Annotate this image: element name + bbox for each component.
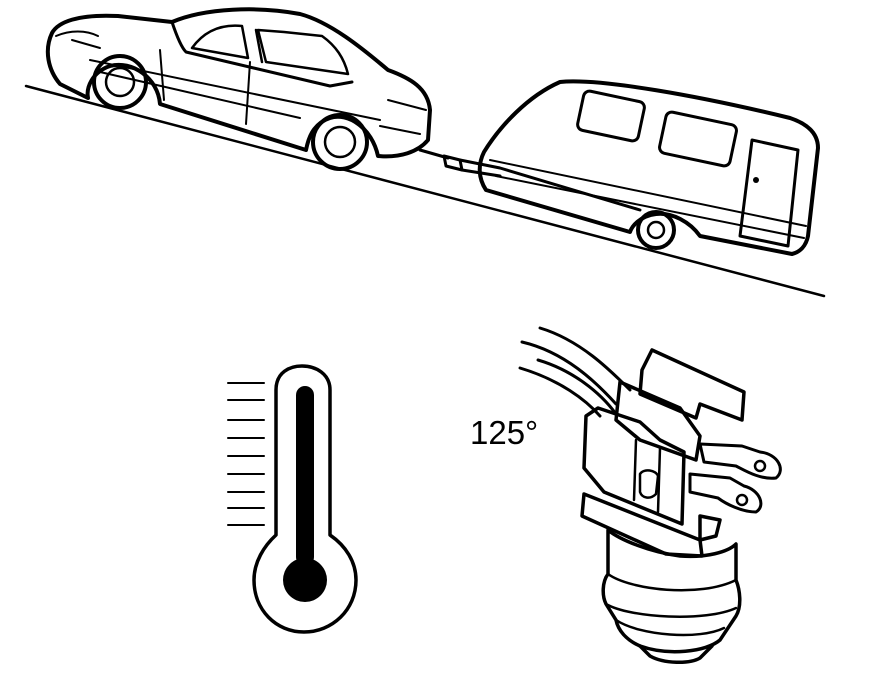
scale-ticks	[227, 382, 265, 526]
car-icon	[45, 7, 450, 171]
temperature-label: 125°	[470, 414, 539, 451]
thermometer-icon	[227, 364, 358, 634]
connector-icon	[518, 326, 782, 664]
slope-line	[24, 84, 826, 298]
caravan-icon	[442, 79, 820, 256]
